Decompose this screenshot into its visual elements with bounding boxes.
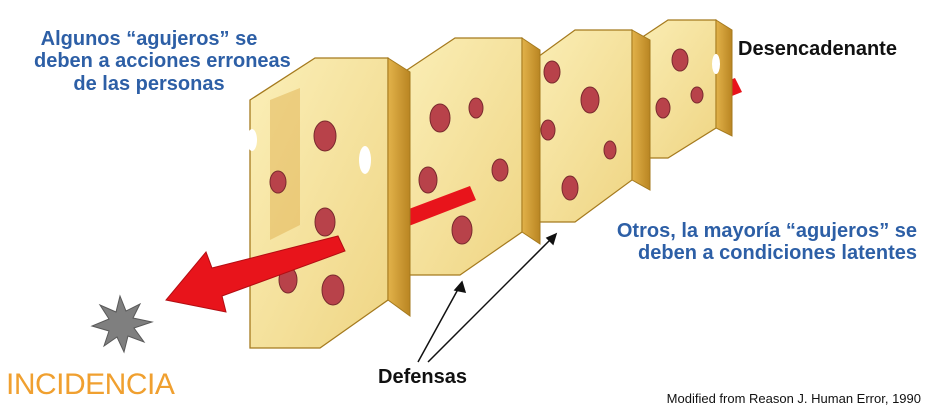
cheese-slice-2	[389, 38, 540, 275]
latent-conditions-line-1: Otros, la mayoría “agujeros” se	[587, 220, 917, 242]
human-error-line-1: Algunos “agujeros” se	[34, 28, 264, 50]
cheese-slice-1	[247, 58, 410, 348]
source-citation: Modified from Reason J. Human Error, 199…	[667, 392, 921, 407]
starburst-icon	[92, 296, 152, 352]
human-error-line-2: deben a acciones erroneas	[34, 50, 264, 72]
latent-conditions-label: Otros, la mayoría “agujeros” se deben a …	[587, 220, 917, 265]
trigger-label: Desencadenante	[738, 38, 897, 60]
incident-label: INCIDENCIA	[6, 368, 174, 402]
human-error-label: Algunos “agujeros” se deben a acciones e…	[34, 28, 264, 95]
defenses-label: Defensas	[378, 366, 467, 388]
human-error-line-3: de las personas	[34, 73, 264, 95]
latent-conditions-line-2: deben a condiciones latentes	[587, 242, 917, 264]
